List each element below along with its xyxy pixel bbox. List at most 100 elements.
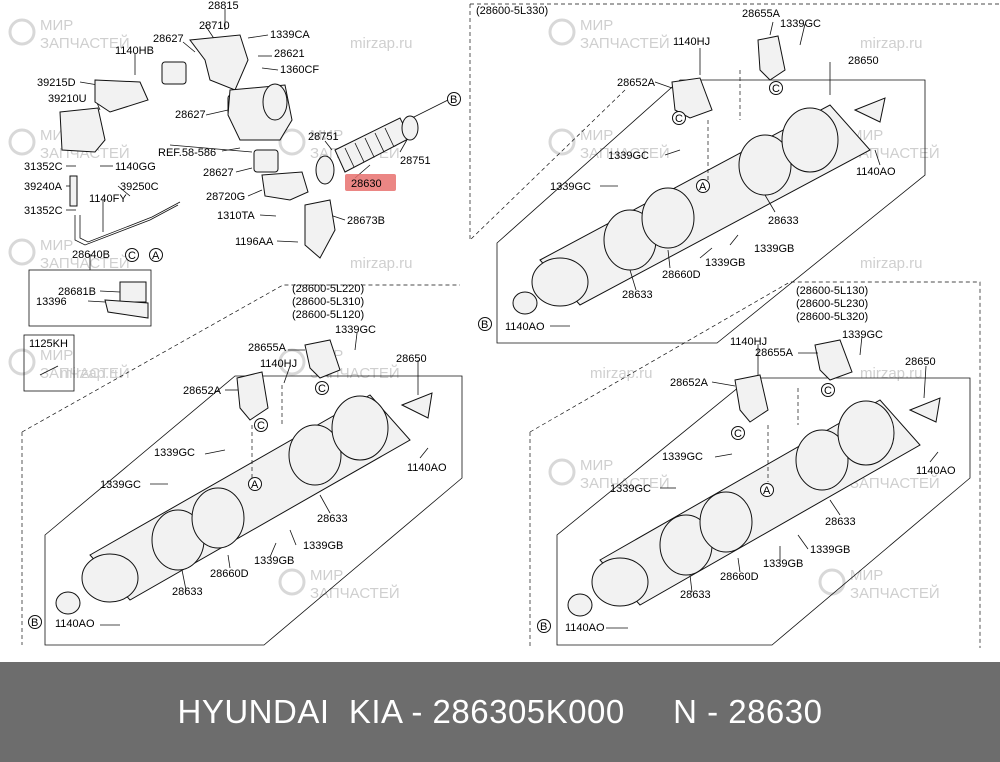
part-label: 28681B (58, 286, 96, 298)
part-label: 1339GC (100, 479, 141, 491)
part-label: 28627 (203, 167, 234, 179)
watermark: МИР ЗАПЧАСТЕЙ (548, 127, 670, 162)
variant-label: (28600-5L320) (796, 311, 868, 323)
part-label: 28633 (317, 513, 348, 525)
bracket-box-28640B (28, 269, 152, 327)
part-label: 28720G (206, 191, 245, 203)
part-label: 1140HJ (260, 358, 297, 370)
watermark-line1: МИР (310, 127, 343, 144)
part-label: 28655A (755, 347, 794, 359)
callout-b: B (478, 317, 492, 331)
bracket-39215D (94, 79, 149, 113)
gasket-28633 (795, 429, 849, 491)
callout-c: C (769, 81, 783, 95)
part-label: 1339GC (335, 324, 376, 336)
callout-c: C (821, 383, 835, 397)
watermark-site: mirzap.ru (860, 255, 923, 272)
part-label: 28710 (199, 20, 230, 32)
callout-c: C (254, 418, 268, 432)
gasket-28627 (253, 149, 279, 173)
flange-28720G (261, 171, 309, 201)
watermark-line2: ЗАПЧАСТЕЙ (40, 254, 130, 272)
part-label: 1140FY (89, 193, 127, 205)
flange-outlet (781, 107, 839, 173)
watermark-line2: ЗАПЧАСТЕЙ (40, 364, 130, 382)
part-number-banner: HYUNDAI KIA - 286305K000 N - 28630 (0, 662, 1000, 762)
watermark-line2: ЗАПЧАСТЕЙ (850, 474, 940, 492)
pipe-28710 (189, 34, 249, 91)
part-label: 31352C (24, 161, 63, 173)
svg-text:A: A (251, 479, 259, 491)
watermark: МИР ЗАПЧАСТЕЙ (548, 457, 670, 492)
part-label: 1140AO (856, 166, 896, 178)
part-label: 31352C (24, 205, 63, 217)
watermark-site: mirzap.ru (60, 365, 123, 382)
svg-text:B: B (450, 94, 457, 106)
part-label: 28633 (622, 289, 653, 301)
muffler-outline-box (556, 377, 971, 646)
watermark: МИР ЗАПЧАСТЕЙ (548, 17, 670, 52)
part-label: 1140HJ (673, 36, 710, 48)
egr-valve (262, 83, 288, 121)
svg-text:C: C (824, 385, 832, 397)
inlet-pipe (55, 591, 81, 615)
sensor-39210U (59, 107, 106, 153)
part-label: 28650 (396, 353, 427, 365)
muffler-outline-box (496, 79, 926, 344)
svg-text:A: A (763, 485, 771, 497)
watermark-site: mirzap.ru (860, 35, 923, 52)
variant-label: (28600-5L310) (292, 296, 364, 308)
muffler-assembly-bottom-right: (28600-5L130) (28600-5L230) (28600-5L320… (529, 281, 981, 648)
bolt-1125KH (39, 365, 59, 376)
part-label: 1140AO (55, 618, 95, 630)
clamp-28751 (401, 115, 419, 141)
flange-28660D (191, 487, 245, 549)
part-label: 28660D (662, 269, 701, 281)
part-label: 1339GC (780, 18, 821, 30)
svg-text:C: C (128, 250, 136, 262)
part-number-text: HYUNDAI KIA - 286305K000 N - 28630 (177, 693, 823, 730)
watermark-line2: ЗАПЧАСТЕЙ (310, 584, 400, 602)
part-label: 1196AA (235, 236, 274, 248)
callout-a: A (696, 179, 710, 193)
part-label: 28652A (670, 377, 709, 389)
part-label: 1339GB (303, 540, 343, 552)
part-label: 1339GB (254, 555, 294, 567)
hanger-28655A (757, 35, 786, 81)
part-label: 1140AO (407, 462, 447, 474)
part-label: 1339CA (270, 29, 310, 41)
svg-text:B: B (540, 621, 547, 633)
part-label: 1339GB (705, 257, 745, 269)
watermark: МИР ЗАПЧАСТЕЙ (8, 17, 130, 52)
parts-diagram: МИР ЗАПЧАСТЕЙ mirzap.ru МИР ЗАПЧАСТЕЙ mi… (8, 0, 1000, 648)
callout-c: C (672, 111, 686, 125)
part-label: REF.58-586 (158, 147, 216, 159)
gasket-28627 (161, 61, 187, 85)
watermark-site: mirzap.ru (350, 255, 413, 272)
callout-b: B (447, 92, 461, 106)
callout-b: B (28, 615, 42, 629)
bracket-28681B (119, 281, 147, 303)
watermark: МИР ЗАПЧАСТЕЙ (278, 347, 400, 382)
part-label: 28640B (72, 249, 110, 261)
variant-label: (28600-5L230) (796, 298, 868, 310)
watermark: МИР ЗАПЧАСТЕЙ (8, 347, 130, 382)
part-label: 1140AO (565, 622, 605, 634)
svg-text:A: A (152, 250, 160, 262)
clamp-28751 (315, 155, 335, 185)
part-label: 39215D (37, 77, 76, 89)
watermark: МИР ЗАПЧАСТЕЙ (818, 127, 940, 162)
watermark-line2: ЗАПЧАСТЕЙ (850, 584, 940, 602)
part-label: 28650 (905, 356, 936, 368)
muffler-assembly-bottom-left: (28600-5L220) (28600-5L310) (28600-5L120… (21, 283, 463, 646)
part-label: 1339GB (754, 243, 794, 255)
flange-outlet (837, 400, 895, 466)
watermark-line1: МИР (40, 237, 73, 254)
part-label: 1140AO (505, 321, 545, 333)
watermark-line1: МИР (310, 567, 343, 584)
part-label: 28650 (848, 55, 879, 67)
part-label: 1360CF (280, 64, 319, 76)
callout-c: C (125, 248, 139, 262)
part-label: 28751 (308, 131, 339, 143)
part-label: 28660D (210, 568, 249, 580)
